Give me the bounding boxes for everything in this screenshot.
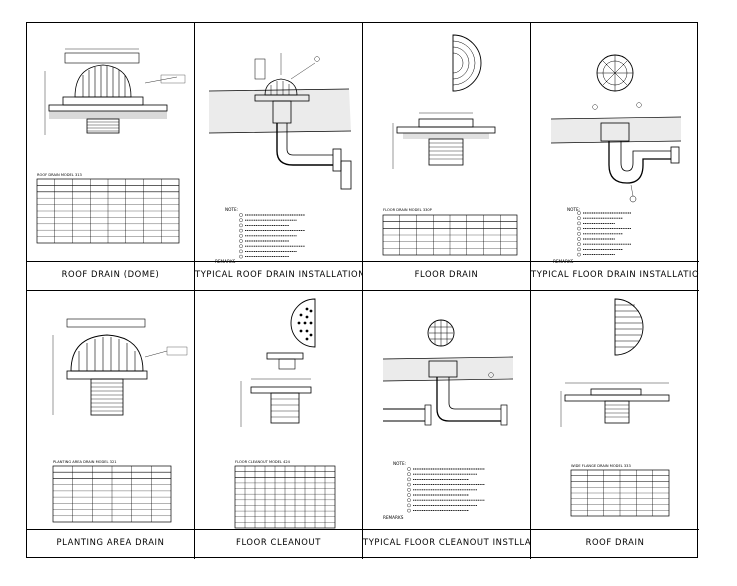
floor-cleanout-installation-drawing: NOTE: REMARKS <box>382 319 514 520</box>
note-number <box>239 254 243 259</box>
caption-roof-drain: ROOF DRAIN <box>585 537 645 547</box>
table-title: FLOOR DRAIN MODEL 330P <box>383 208 433 212</box>
panel-planting-area-drain: PLANTING AREA DRAIN MODEL 321 PLANTING A… <box>27 291 195 559</box>
note-number <box>577 221 581 226</box>
panel-floor-drain: FLOOR DRAIN MODEL 330P FLOOR DRAIN <box>363 23 531 291</box>
panel-roof-drain-dome: ROOF DRAIN MODEL 313 ROOF DRAIN (DOME) <box>27 23 195 291</box>
caption-roof-drain-dome: ROOF DRAIN (DOME) <box>61 269 160 279</box>
floor-drain-drawing: FLOOR DRAIN MODEL 330P <box>382 34 518 256</box>
roof-drain-dome-drawing: ROOF DRAIN MODEL 313 <box>36 48 186 244</box>
note-number <box>239 218 243 222</box>
note-number <box>407 498 411 502</box>
panel-typical-roof-drain-installation: NOTE: REMARKS TYPICAL ROOF DRAIN INSTALL… <box>195 23 363 291</box>
note-number <box>407 467 411 471</box>
table-title: FLOOR CLEANOUT MODEL 424 <box>235 460 291 464</box>
panel-typical-floor-cleanout-installation: NOTE: REMARKS TYPICAL FLOOR CLEANOUT INS… <box>363 291 531 559</box>
table-title: WIDE FLANGE DRAIN MODEL 333 <box>571 464 631 468</box>
notes-heading: NOTE: <box>225 207 238 212</box>
caption-typical-roof-drain-installation: TYPICAL ROOF DRAIN INSTALLATION <box>195 269 363 279</box>
notes-heading: NOTE: <box>567 207 580 212</box>
panel-roof-drain: WIDE FLANGE DRAIN MODEL 333 ROOF DRAIN <box>531 291 699 559</box>
caption-typical-floor-cleanout-installation: TYPICAL FLOOR CLEANOUT INSTLLATION <box>363 537 531 547</box>
note-number <box>239 239 243 243</box>
panel-floor-cleanout: FLOOR CLEANOUT MODEL 424 FLOOR CLEANOUT <box>195 291 363 559</box>
caption-floor-drain: FLOOR DRAIN <box>414 269 479 279</box>
note-number <box>577 231 581 236</box>
notes-heading: NOTE: <box>393 461 406 466</box>
drawing-sheet: ROOF DRAIN MODEL 313 ROOF DRAIN (DOME) <box>26 22 699 559</box>
note-number <box>407 503 411 508</box>
note-number <box>239 249 243 254</box>
note-number <box>577 211 581 215</box>
note-number <box>577 242 581 246</box>
note-number <box>577 252 581 257</box>
note-number <box>239 233 243 238</box>
note-number <box>577 216 581 220</box>
panel-typical-floor-drain-installation: NOTE: REMARKS TYPICAL FLOOR DRAIN INSTAL… <box>531 23 699 291</box>
note-number <box>407 493 411 497</box>
floor-cleanout-drawing: FLOOR CLEANOUT MODEL 424 <box>234 298 336 529</box>
roof-drain-installation-drawing: NOTE: REMARKS <box>208 53 352 264</box>
table-title: ROOF DRAIN MODEL 313 <box>37 173 82 177</box>
remarks-heading: REMARKS <box>383 515 404 520</box>
table-title: PLANTING AREA DRAIN MODEL 321 <box>53 460 117 464</box>
note-number <box>577 226 581 231</box>
note-number <box>239 244 243 248</box>
caption-planting-area-drain: PLANTING AREA DRAIN <box>56 537 165 547</box>
note-number <box>407 508 411 513</box>
caption-typical-floor-drain-installation: TYPICAL FLOOR DRAIN INSTALLATION <box>531 269 699 279</box>
planting-area-drain-drawing: PLANTING AREA DRAIN MODEL 321 <box>52 318 188 523</box>
note-number <box>577 237 581 241</box>
note-number <box>407 482 411 487</box>
note-number <box>239 223 243 228</box>
floor-drain-installation-drawing: NOTE: REMARKS <box>550 54 682 264</box>
note-number <box>407 487 411 492</box>
note-number <box>239 213 243 217</box>
roof-drain-drawing: WIDE FLANGE DRAIN MODEL 333 <box>560 298 670 517</box>
caption-floor-cleanout: FLOOR CLEANOUT <box>236 537 321 547</box>
note-number <box>407 477 411 482</box>
note-number <box>407 472 411 476</box>
note-number <box>577 247 581 252</box>
note-number <box>239 228 243 233</box>
